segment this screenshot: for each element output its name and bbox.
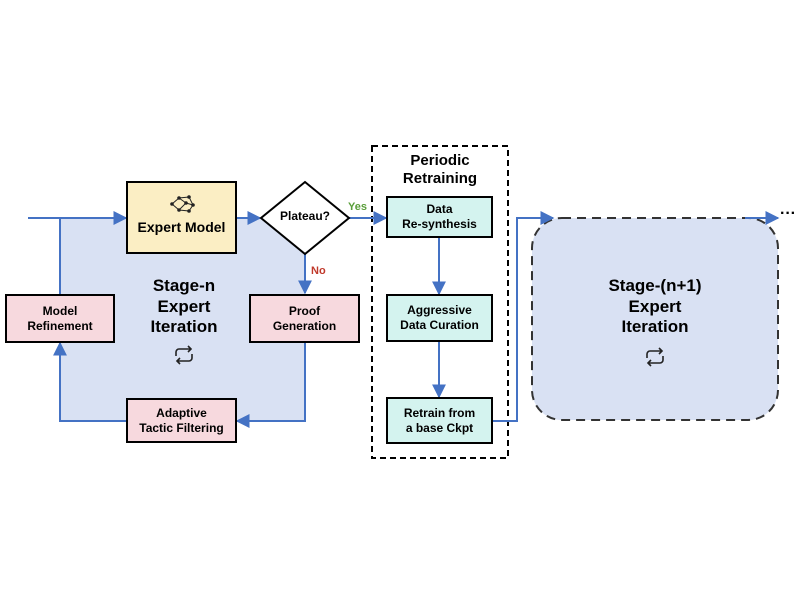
yes-label: Yes (348, 201, 367, 213)
stage-n1-title: Stage-(n+1) Expert Iteration (580, 276, 730, 338)
proof-to-filtering-arrow (235, 343, 306, 428)
model-refinement-box: Model Refinement (5, 294, 115, 343)
data-curation-line2: Data Curation (400, 318, 479, 332)
stage-n-title-line3: Iteration (150, 317, 218, 337)
brain-network-icon (167, 193, 197, 215)
periodic-retraining-line1: Periodic (410, 152, 470, 169)
stage-n1-region (531, 217, 779, 421)
data-resynthesis-line2: Re-synthesis (402, 217, 477, 231)
plateau-decision-diamond (259, 180, 351, 256)
stage-n-title-line2: Expert (157, 296, 211, 316)
retrain-line1: Retrain from (403, 405, 476, 420)
no-label: No (311, 265, 326, 277)
data-resynthesis-box: Data Re-synthesis (386, 196, 493, 238)
periodic-retraining-frame (371, 145, 509, 459)
expert-model-box: Expert Model (126, 181, 237, 254)
data-resynthesis-line1: Data (426, 202, 453, 217)
retrain-box: Retrain from a base Ckpt (386, 397, 493, 444)
plateau-label: Plateau? (279, 209, 330, 223)
continuation-ellipsis: ··· (780, 205, 796, 222)
filtering-to-refinement-arrow (53, 341, 126, 422)
stage-n-title: Stage-n Expert Iteration (130, 276, 238, 338)
periodic-retraining-line2: Retraining (402, 170, 478, 188)
proof-generation-line1: Proof (288, 303, 321, 318)
periodic-retraining-title: Periodic Retraining (374, 152, 506, 189)
stage-n1-title-line2: Expert (628, 296, 682, 316)
stage-n1-title-line1: Stage-(n+1) (608, 276, 702, 295)
cycle-icon (171, 344, 197, 366)
data-curation-line1: Aggressive (407, 303, 472, 318)
model-refinement-line2: Refinement (27, 318, 93, 333)
proof-generation-line2: Generation (272, 318, 337, 333)
stage-n1-title-line3: Iteration (621, 317, 689, 337)
proof-generation-box: Proof Generation (249, 294, 360, 343)
adaptive-filtering-line2: Tactic Filtering (139, 420, 224, 435)
adaptive-filtering-line1: Adaptive (156, 405, 207, 420)
data-curation-box: Aggressive Data Curation (386, 294, 493, 342)
stage-n-title-line1: Stage-n (152, 276, 216, 295)
expert-model-label: Expert Model (137, 218, 226, 235)
cycle-icon (642, 346, 668, 368)
retrain-line2: a base Ckpt (405, 420, 474, 435)
retrain-to-next-stage-arrow (493, 211, 555, 422)
model-refinement-line1: Model (42, 303, 78, 318)
adaptive-filtering-box: Adaptive Tactic Filtering (126, 398, 237, 443)
